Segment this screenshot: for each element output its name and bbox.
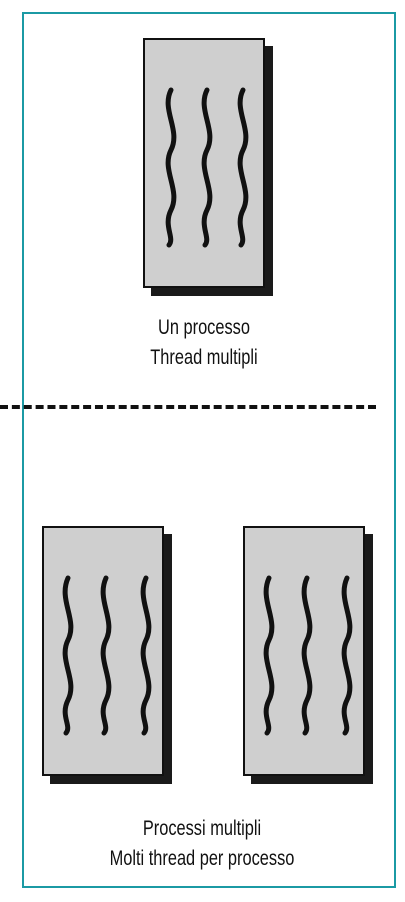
threads-group (263, 575, 353, 736)
bottom-caption: Processi multipli Molti thread per proce… (85, 814, 319, 874)
top-caption-line2: Thread multipli (150, 346, 258, 369)
section-divider (0, 405, 376, 409)
process-box-2 (243, 526, 365, 776)
bottom-caption-line2: Molti thread per processo (109, 847, 295, 870)
thread-2 (301, 575, 313, 736)
thread-2 (201, 87, 213, 248)
threads-group (165, 87, 249, 248)
bottom-caption-line1: Processi multipli (142, 817, 262, 840)
process-box-1 (42, 526, 164, 776)
diagram-frame (22, 12, 396, 888)
top-caption: Un processo Thread multipli (126, 313, 282, 373)
thread-3 (140, 575, 152, 736)
thread-3 (341, 575, 353, 736)
thread-2 (100, 575, 112, 736)
thread-3 (237, 87, 249, 248)
thread-1 (62, 575, 74, 736)
thread-1 (263, 575, 275, 736)
single-process-box (143, 38, 265, 288)
top-caption-line1: Un processo (158, 316, 250, 339)
threads-group (62, 575, 152, 736)
thread-1 (165, 87, 177, 248)
